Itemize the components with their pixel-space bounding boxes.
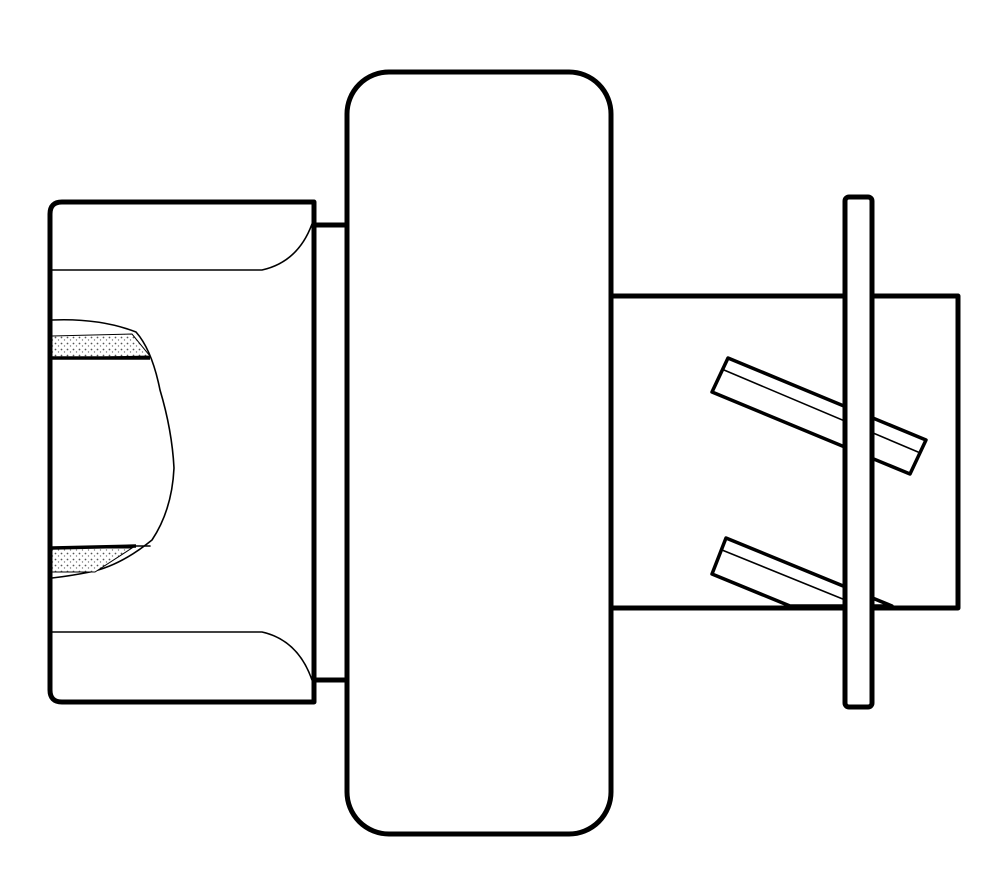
guide-ring [842,194,875,710]
clutch-collar-outline [311,222,351,683]
pinion-lower-curve [51,631,313,681]
pinion-housing-outline [47,199,317,705]
upper-spline-inner-line [723,369,919,453]
upper-spline-slot [710,356,928,476]
lower-spline-inner-line [721,549,861,607]
helical-spline-upper [710,356,928,476]
clutch-collar [311,222,351,683]
upper-bearing-strip [51,333,152,359]
lower-bearing-edge [51,544,137,550]
pinion-housing [47,199,317,705]
roller-clutch-outline [344,69,614,837]
pinion-upper-curve [51,223,313,271]
guide-ring-outline [842,194,875,710]
drive-sleeve-outline [609,293,961,611]
drive-sleeve [609,293,961,611]
roller-clutch-body [344,69,614,837]
